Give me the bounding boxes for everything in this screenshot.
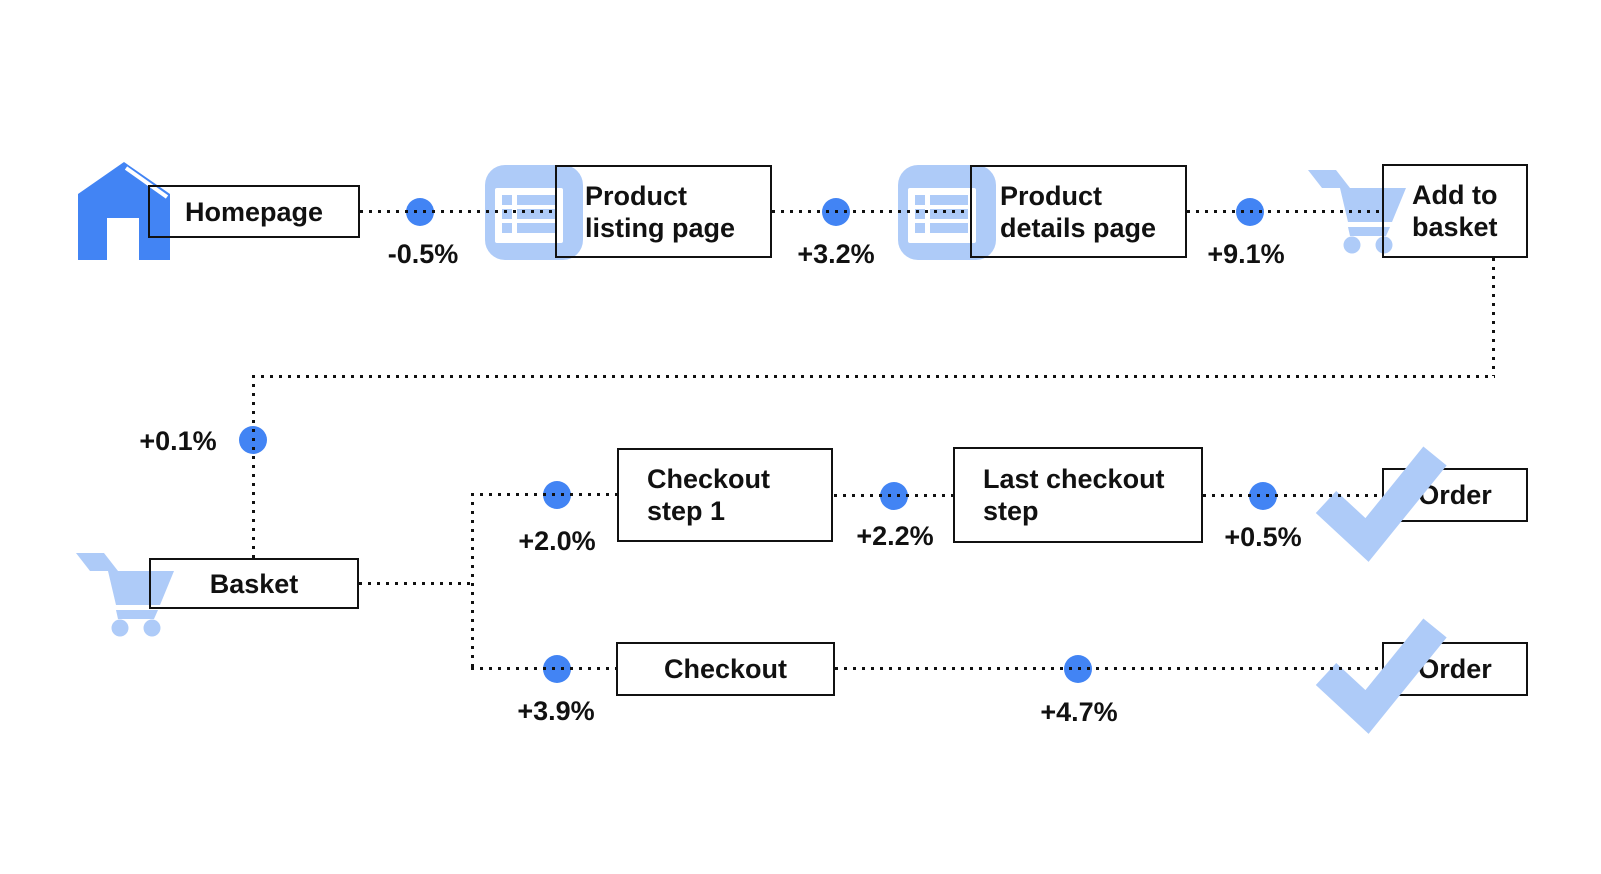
cart-icon bbox=[1308, 170, 1406, 254]
edge-basket-checkout-step-1 bbox=[471, 493, 617, 496]
edge-pdp-add-to-basket bbox=[1187, 210, 1382, 213]
node-label-line2: listing page bbox=[585, 212, 736, 243]
node-order-bottom: Order bbox=[1382, 642, 1528, 696]
check-icon bbox=[1315, 618, 1447, 734]
edge-add-to-basket-across bbox=[252, 375, 1495, 378]
node-homepage: Homepage bbox=[148, 185, 360, 238]
node-product-details-page: Product details page bbox=[970, 165, 1187, 258]
node-label-line1: Checkout bbox=[647, 464, 771, 494]
node-label: Basket bbox=[209, 568, 299, 599]
delta-label: +3.2% bbox=[797, 239, 875, 269]
node-label-line1: Product bbox=[585, 180, 688, 211]
node-checkout-step-1: Checkout step 1 bbox=[617, 448, 833, 542]
node-label-line2: step 1 bbox=[647, 496, 726, 526]
delta-label: +9.1% bbox=[1207, 239, 1285, 269]
node-add-to-basket: Add to basket bbox=[1382, 164, 1528, 258]
node-label-line1: Product bbox=[1000, 180, 1103, 211]
node-label-line2: details page bbox=[1000, 212, 1157, 243]
node-label-line2: basket bbox=[1412, 212, 1498, 242]
node-label: Homepage bbox=[184, 196, 324, 227]
delta-label: +2.0% bbox=[518, 526, 596, 556]
edge-plp-pdp bbox=[772, 210, 970, 213]
edge-homepage-plp bbox=[360, 210, 555, 213]
edge-basket-split bbox=[471, 493, 474, 670]
node-label-line1: Last checkout bbox=[983, 464, 1165, 494]
edge-basket-checkout bbox=[471, 667, 616, 670]
node-product-listing-page: Product listing page bbox=[555, 165, 772, 258]
edge-checkout-step-1-last-step bbox=[834, 494, 953, 497]
home-icon bbox=[78, 162, 170, 260]
edge-checkout-order bbox=[835, 667, 1382, 670]
edge-basket-out bbox=[359, 582, 473, 585]
delta-label: +0.1% bbox=[139, 426, 217, 456]
edge-add-to-basket-down bbox=[1492, 258, 1495, 376]
node-label-line2: step bbox=[983, 496, 1039, 526]
node-label: Checkout bbox=[663, 654, 788, 684]
edge-last-step-order bbox=[1203, 494, 1382, 497]
cart-icon bbox=[76, 553, 174, 637]
delta-label: +2.2% bbox=[856, 521, 934, 551]
node-label-line1: Add to bbox=[1412, 180, 1498, 210]
edge-down-to-basket bbox=[252, 375, 255, 558]
delta-label: +3.9% bbox=[517, 696, 595, 726]
node-last-checkout-step: Last checkout step bbox=[953, 447, 1203, 543]
node-basket: Basket bbox=[149, 558, 359, 609]
delta-label: -0.5% bbox=[387, 239, 459, 269]
delta-label: +0.5% bbox=[1224, 522, 1302, 552]
node-checkout: Checkout bbox=[616, 642, 835, 696]
check-icon bbox=[1315, 446, 1447, 562]
node-label: Order bbox=[1418, 654, 1492, 684]
delta-label: +4.7% bbox=[1040, 697, 1118, 727]
